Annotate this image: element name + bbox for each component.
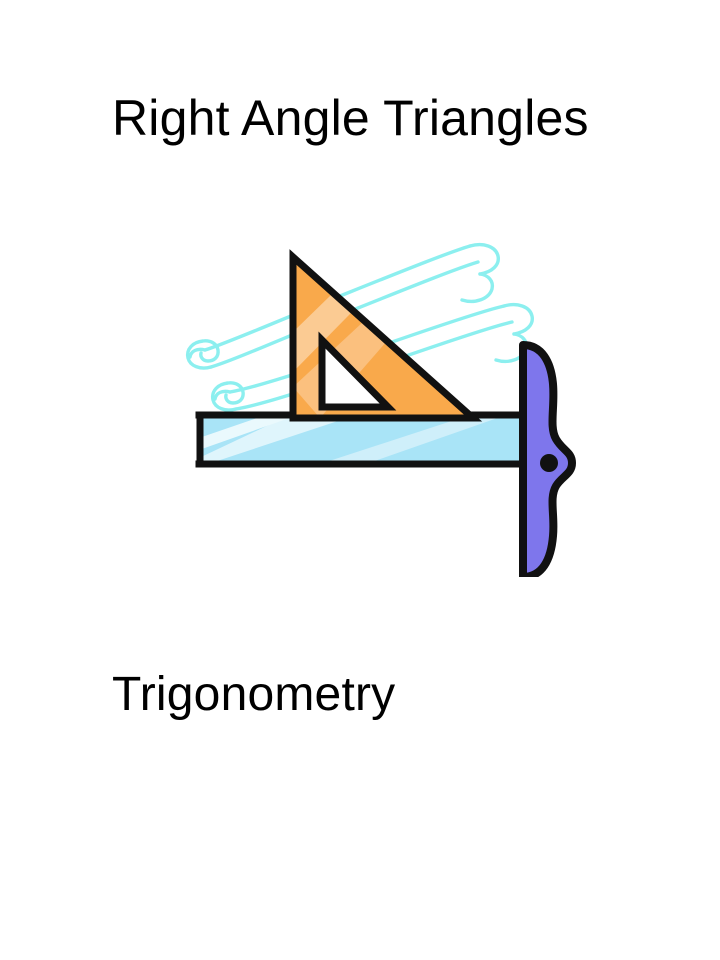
subtitle-text: Trigonometry [112, 668, 396, 721]
title-text: Right Angle Triangles [112, 90, 589, 146]
t-square-head [519, 341, 576, 577]
page-subtitle: Trigonometry [112, 664, 672, 730]
drafting-tools-svg [185, 242, 576, 577]
t-square-ruler [195, 411, 538, 468]
drafting-tools-illustration [170, 212, 590, 577]
set-square-triangle [289, 249, 483, 422]
pivot-screw-icon [540, 454, 558, 472]
ruler-highlight [199, 415, 506, 464]
page-title: Right Angle Triangles [112, 86, 672, 156]
